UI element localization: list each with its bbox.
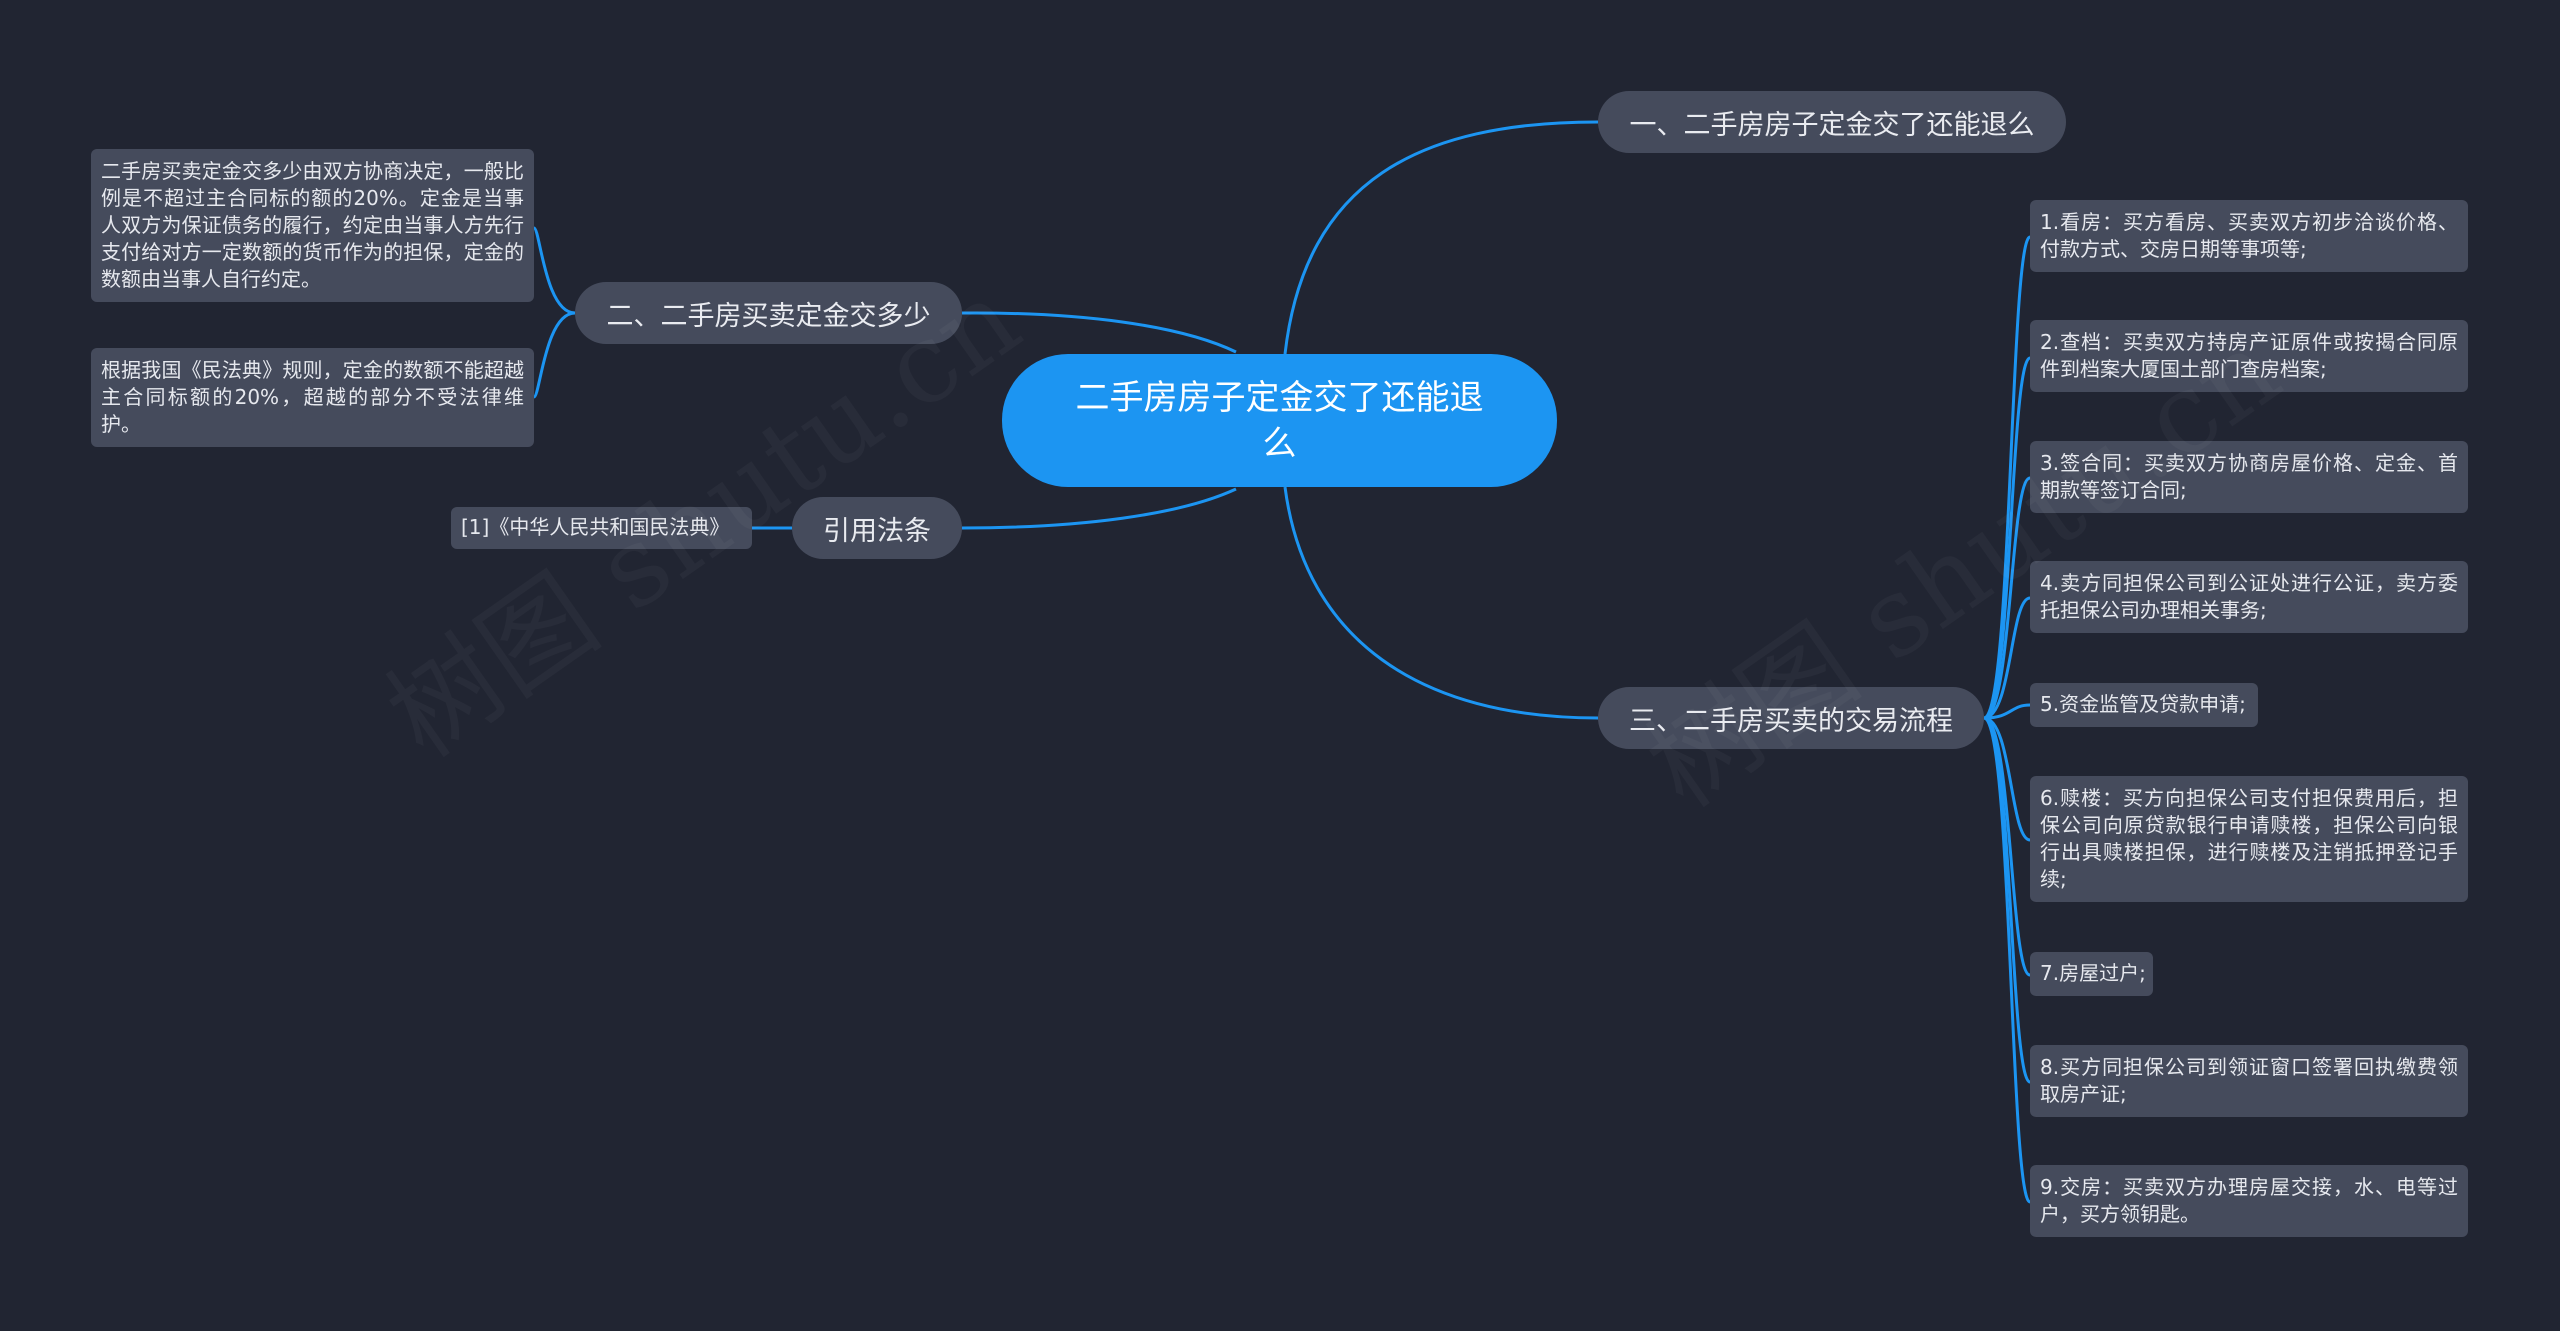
leaf-text: 1.看房：买方看房、买卖双方初步洽谈价格、付款方式、交房日期等事项等; (2040, 210, 2458, 261)
leaf-text: 5.资金监管及贷款申请; (2040, 692, 2246, 716)
leaf-step-4[interactable]: 4.卖方同担保公司到公证处进行公证，卖方委托担保公司办理相关事务; (2030, 561, 2468, 633)
link-b4-leaf1 (1983, 235, 2032, 720)
link-b4-leaf6 (1983, 716, 2031, 842)
link-b4-leaf5 (1983, 703, 2031, 720)
leaf-deposit-rule[interactable]: 二手房买卖定金交多少由双方协商决定，一般比例是不超过主合同标的额的20%。定金是… (91, 149, 534, 302)
leaf-text: 3.签合同：买卖双方协商房屋价格、定金、首期款等签订合同; (2040, 451, 2458, 502)
leaf-text: 7.房屋过户; (2040, 961, 2146, 985)
root-node[interactable]: 二手房房子定金交了还能退么 (1002, 354, 1557, 487)
leaf-step-8[interactable]: 8.买方同担保公司到领证窗口签署回执缴费领取房产证; (2030, 1045, 2468, 1117)
leaf-step-6[interactable]: 6.赎楼：买方向担保公司支付担保费用后，担保公司向原贷款银行申请赎楼，担保公司向… (2030, 776, 2468, 902)
leaf-text: 6.赎楼：买方向担保公司支付担保费用后，担保公司向原贷款银行申请赎楼，担保公司向… (2040, 786, 2458, 891)
leaf-step-2[interactable]: 2.查档：买卖双方持房产证原件或按揭合同原件到档案大厦国土部门查房档案; (2030, 320, 2468, 392)
leaf-text: 4.卖方同担保公司到公证处进行公证，卖方委托担保公司办理相关事务; (2040, 571, 2458, 622)
branch-label: 引用法条 (823, 515, 931, 547)
link-b4-leaf4 (1983, 596, 2031, 720)
link-b4-leaf2 (1983, 356, 2032, 720)
leaf-text: 9.交房：买卖双方办理房屋交接，水、电等过户，买方领钥匙。 (2040, 1175, 2458, 1226)
link-b2-leaf1 (532, 226, 576, 315)
root-title: 二手房房子定金交了还能退么 (1075, 377, 1484, 464)
branch-label: 三、二手房买卖的交易流程 (1629, 705, 1953, 737)
link-root-b3 (961, 487, 1237, 530)
leaf-step-9[interactable]: 9.交房：买卖双方办理房屋交接，水、电等过户，买方领钥匙。 (2030, 1165, 2468, 1237)
link-b4-leaf3 (1983, 476, 2031, 720)
leaf-civil-code-citation[interactable]: [1]《中华人民共和国民法典》 (451, 507, 752, 549)
link-root-b4 (1283, 486, 1599, 720)
leaf-step-3[interactable]: 3.签合同：买卖双方协商房屋价格、定金、首期款等签订合同; (2030, 441, 2468, 513)
leaf-civil-code-limit[interactable]: 根据我国《民法典》规则，定金的数额不能超越主合同标额的20%，超越的部分不受法律… (91, 348, 534, 447)
branch-refund-question[interactable]: 一、二手房房子定金交了还能退么 (1598, 91, 2066, 153)
leaf-text: 二手房买卖定金交多少由双方协商决定，一般比例是不超过主合同标的额的20%。定金是… (101, 159, 524, 291)
branch-transaction-process[interactable]: 三、二手房买卖的交易流程 (1598, 687, 1984, 749)
link-b4-leaf9 (1983, 716, 2032, 1204)
branch-label: 二、二手房买卖定金交多少 (606, 300, 931, 332)
leaf-text: [1]《中华人民共和国民法典》 (461, 515, 730, 539)
link-root-b1 (1283, 120, 1599, 355)
link-b2-leaf2 (532, 311, 576, 399)
leaf-step-7[interactable]: 7.房屋过户; (2030, 952, 2153, 996)
branch-label: 一、二手房房子定金交了还能退么 (1629, 109, 2035, 141)
link-root-b2 (961, 311, 1237, 354)
leaf-text: 根据我国《民法典》规则，定金的数额不能超越主合同标额的20%，超越的部分不受法律… (101, 358, 524, 436)
leaf-step-1[interactable]: 1.看房：买方看房、买卖双方初步洽谈价格、付款方式、交房日期等事项等; (2030, 200, 2468, 272)
branch-deposit-amount[interactable]: 二、二手房买卖定金交多少 (575, 282, 962, 344)
branch-cited-law[interactable]: 引用法条 (792, 497, 962, 559)
leaf-text: 2.查档：买卖双方持房产证原件或按揭合同原件到档案大厦国土部门查房档案; (2040, 330, 2458, 381)
leaf-step-5[interactable]: 5.资金监管及贷款申请; (2030, 683, 2258, 727)
leaf-text: 8.买方同担保公司到领证窗口签署回执缴费领取房产证; (2040, 1055, 2458, 1106)
